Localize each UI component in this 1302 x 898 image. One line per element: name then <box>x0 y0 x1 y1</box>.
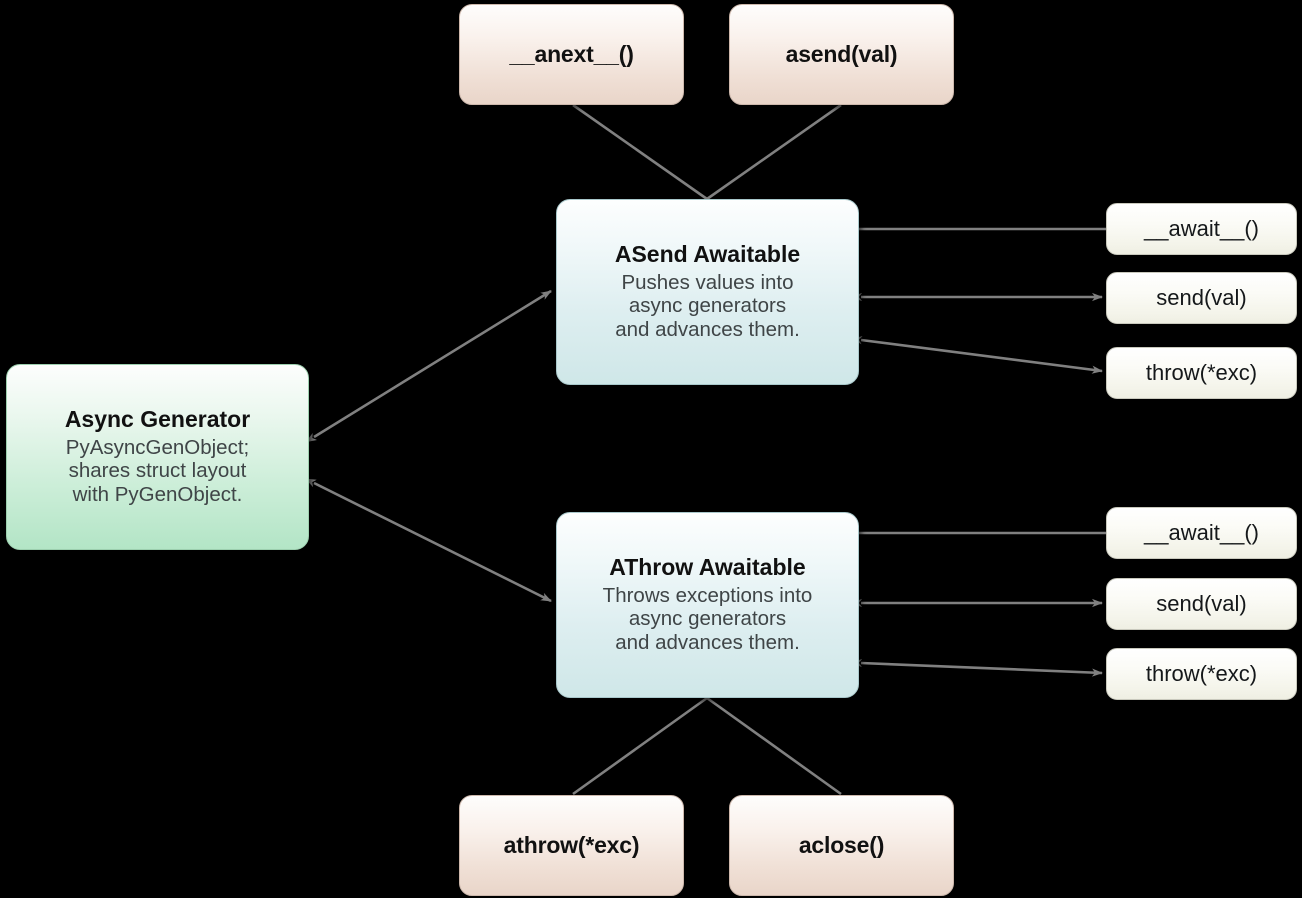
node-athrow-slot-await[interactable]: __await__() <box>1106 507 1297 559</box>
edge-generator-to-athrow <box>305 478 552 603</box>
edge-aclose-to-athrow <box>706 696 842 796</box>
node-title: throw(*exc) <box>1145 660 1258 686</box>
node-title: send(val) <box>1156 590 1247 616</box>
node-athrow-method[interactable]: athrow(*exc) <box>459 795 684 896</box>
edge-generator-to-asend <box>305 289 552 443</box>
node-async-generator[interactable]: Async Generator PyAsyncGenObject; shares… <box>6 364 309 550</box>
node-title: __await__() <box>1144 215 1259 241</box>
node-asend-awaitable[interactable]: ASend Awaitable Pushes values into async… <box>556 199 859 385</box>
node-title: AThrow Awaitable <box>609 553 806 580</box>
node-title: athrow(*exc) <box>503 831 640 858</box>
node-title: throw(*exc) <box>1145 359 1258 385</box>
node-asend-slot-throw[interactable]: throw(*exc) <box>1106 347 1297 399</box>
node-athrow-slot-send[interactable]: send(val) <box>1106 578 1297 630</box>
node-title: __await__() <box>1144 519 1259 545</box>
node-athrow-awaitable[interactable]: AThrow Awaitable Throws exceptions into … <box>556 512 859 698</box>
node-title: __anext__() <box>509 40 634 67</box>
edge-athrow-throw <box>851 658 1103 677</box>
node-asend-slot-await[interactable]: __await__() <box>1106 203 1297 255</box>
node-title: aclose() <box>798 831 885 858</box>
node-asend-slot-send[interactable]: send(val) <box>1106 272 1297 324</box>
edge-anext-to-asend <box>572 103 708 201</box>
node-aclose-method[interactable]: aclose() <box>729 795 954 896</box>
edge-athrow-method-to-athrow <box>572 696 708 796</box>
node-description: PyAsyncGenObject; shares struct layout w… <box>65 435 250 507</box>
node-description: Throws exceptions into async generators … <box>602 583 813 655</box>
node-athrow-slot-throw[interactable]: throw(*exc) <box>1106 648 1297 700</box>
node-anext-method[interactable]: __anext__() <box>459 4 684 105</box>
edge-asend-method-to-asend <box>706 103 842 201</box>
node-title: ASend Awaitable <box>614 240 801 267</box>
node-description: Pushes values into async generators and … <box>615 270 800 342</box>
node-asend-method[interactable]: asend(val) <box>729 4 954 105</box>
edge-asend-throw <box>851 336 1103 374</box>
node-title: asend(val) <box>785 40 898 67</box>
node-title: send(val) <box>1156 284 1247 310</box>
node-title: Async Generator <box>64 405 251 432</box>
